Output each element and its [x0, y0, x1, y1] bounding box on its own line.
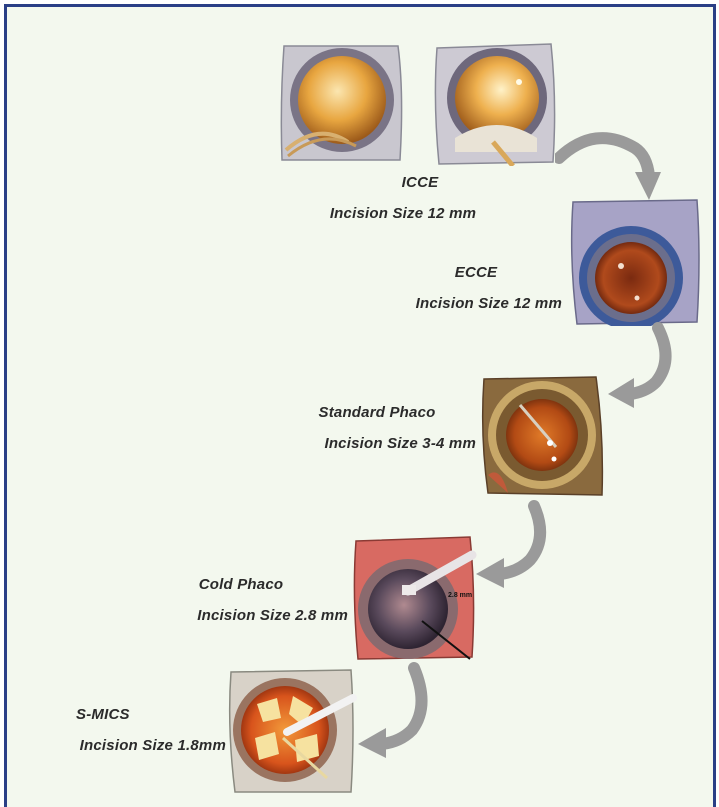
- stage-incision: Incision Size 12 mm: [290, 205, 516, 222]
- s-mics-photo: [227, 668, 357, 794]
- cold-phaco-scale-text: 2.8 mm: [448, 592, 472, 599]
- arrow-ecce-to-standard-phaco: [604, 320, 694, 410]
- cold-phaco-photo: 2.8 mm: [352, 535, 478, 661]
- arrow-icce-to-ecce: [555, 128, 665, 208]
- stage-name: ECCE: [350, 264, 562, 281]
- stage-label-icce: ICCE Incision Size 12 mm: [290, 174, 516, 222]
- stage-incision: Incision Size 3-4 mm: [258, 435, 476, 452]
- stage-label-ecce: ECCE Incision Size 12 mm: [350, 264, 562, 312]
- icce-photo-1: [278, 42, 406, 164]
- stage-name: ICCE: [290, 174, 516, 191]
- stage-incision: Incision Size 1.8mm: [14, 737, 226, 754]
- stage-name: Cold Phaco: [134, 576, 348, 593]
- stage-name: S-MICS: [14, 706, 226, 723]
- arrow-cold-phaco-to-s-mics: [354, 660, 446, 760]
- stage-label-s-mics: S-MICS Incision Size 1.8mm: [14, 706, 226, 754]
- icce-photo-2: [433, 42, 559, 166]
- ecce-photo: [567, 198, 703, 326]
- arrow-standard-to-cold-phaco: [470, 498, 560, 590]
- stage-name: Standard Phaco: [258, 404, 476, 421]
- stage-label-standard-phaco: Standard Phaco Incision Size 3-4 mm: [258, 404, 476, 452]
- standard-phaco-photo: [480, 375, 606, 497]
- stage-incision: Incision Size 12 mm: [350, 295, 562, 312]
- stage-label-cold-phaco: Cold Phaco Incision Size 2.8 mm: [134, 576, 348, 624]
- stage-incision: Incision Size 2.8 mm: [134, 607, 348, 624]
